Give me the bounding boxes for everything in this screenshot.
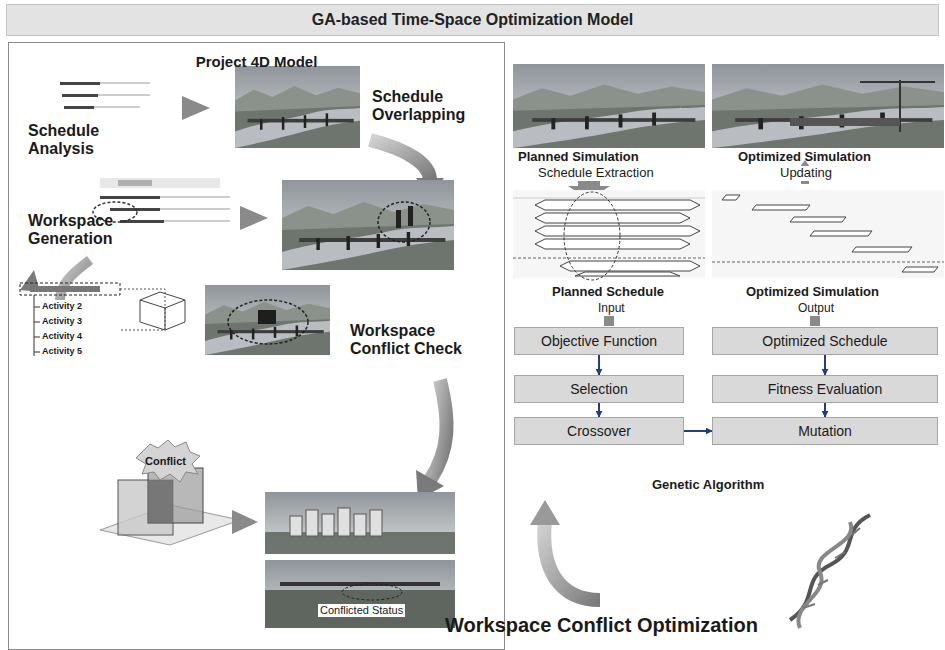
tree-item: Activity 2 — [42, 301, 82, 311]
process-box: Fitness Evaluation — [712, 375, 938, 403]
gantt-mini — [60, 82, 150, 109]
step-heading: Schedule Overlapping — [372, 88, 484, 125]
flow-arrow — [530, 500, 560, 525]
flow-arrow — [232, 510, 258, 534]
view-caption: Optimized Simulation — [738, 150, 871, 165]
flow-arrow — [544, 520, 600, 600]
status-label: Conflicted Status — [318, 604, 405, 617]
flow-arrow — [430, 380, 447, 480]
4d-model-view — [235, 66, 360, 148]
conflict-tag: Conflict — [145, 455, 186, 468]
flow-arrow — [370, 140, 430, 180]
process-box: Mutation — [712, 417, 938, 445]
flow-arrow — [598, 403, 600, 417]
flow-arrow — [240, 206, 268, 230]
workspace-view — [205, 285, 330, 355]
box-label: Fitness Evaluation — [768, 381, 882, 397]
box-label: Selection — [570, 381, 628, 397]
flow-arrow — [182, 96, 210, 120]
step-label: Updating — [778, 166, 834, 181]
flow-arrow — [684, 430, 712, 432]
box-label: Mutation — [798, 423, 852, 439]
optimized-schedule-chart — [712, 190, 944, 278]
io-label: Output — [796, 302, 836, 316]
title: GA-based Time-Space Optimization Model — [312, 11, 634, 29]
process-box: Selection — [514, 375, 684, 403]
box-label: Crossover — [567, 423, 631, 439]
activity-tree — [20, 283, 185, 356]
flow-arrow — [824, 355, 826, 375]
view-caption: Planned Simulation — [518, 150, 639, 165]
title-band: GA-based Time-Space Optimization Model — [6, 4, 939, 36]
tree-item: Activity 5 — [42, 346, 82, 356]
tower-crane — [790, 80, 935, 132]
planned-simulation-view — [513, 64, 705, 148]
tree-item: Activity 3 — [42, 316, 82, 326]
step-label: Schedule Extraction — [536, 166, 656, 181]
optimized-simulation-view — [712, 64, 944, 148]
caption: Workspace Conflict Optimization — [445, 614, 758, 637]
flow-arrow — [598, 355, 600, 375]
gantt-mini — [93, 178, 230, 223]
dna-helix — [790, 515, 870, 628]
flow-arrow — [604, 316, 614, 326]
step-heading: Schedule Analysis — [28, 122, 138, 159]
process-box: Crossover — [514, 417, 684, 445]
algorithm-label: Genetic Algorithm — [652, 478, 764, 493]
panel-heading: Project 4D Model — [9, 53, 504, 70]
view-caption: Planned Schedule — [552, 285, 664, 300]
process-box: Objective Function — [514, 327, 684, 355]
step-heading: Workspace Generation — [28, 212, 138, 249]
conflict-workspace — [100, 440, 240, 545]
flow-arrow — [60, 260, 90, 300]
planned-schedule-chart — [513, 190, 705, 280]
tree-item: Activity 4 — [42, 331, 82, 341]
process-box: Optimized Schedule — [712, 327, 938, 355]
view-caption: Optimized Simulation — [746, 285, 879, 300]
step-heading: Workspace Conflict Check — [350, 322, 488, 359]
box-label: Optimized Schedule — [762, 333, 887, 349]
conflict-status-view — [265, 492, 455, 628]
flow-arrow — [824, 403, 826, 417]
io-label: Input — [596, 302, 627, 316]
4d-model-view — [282, 180, 454, 270]
flow-arrow — [810, 316, 820, 326]
box-label: Objective Function — [541, 333, 657, 349]
